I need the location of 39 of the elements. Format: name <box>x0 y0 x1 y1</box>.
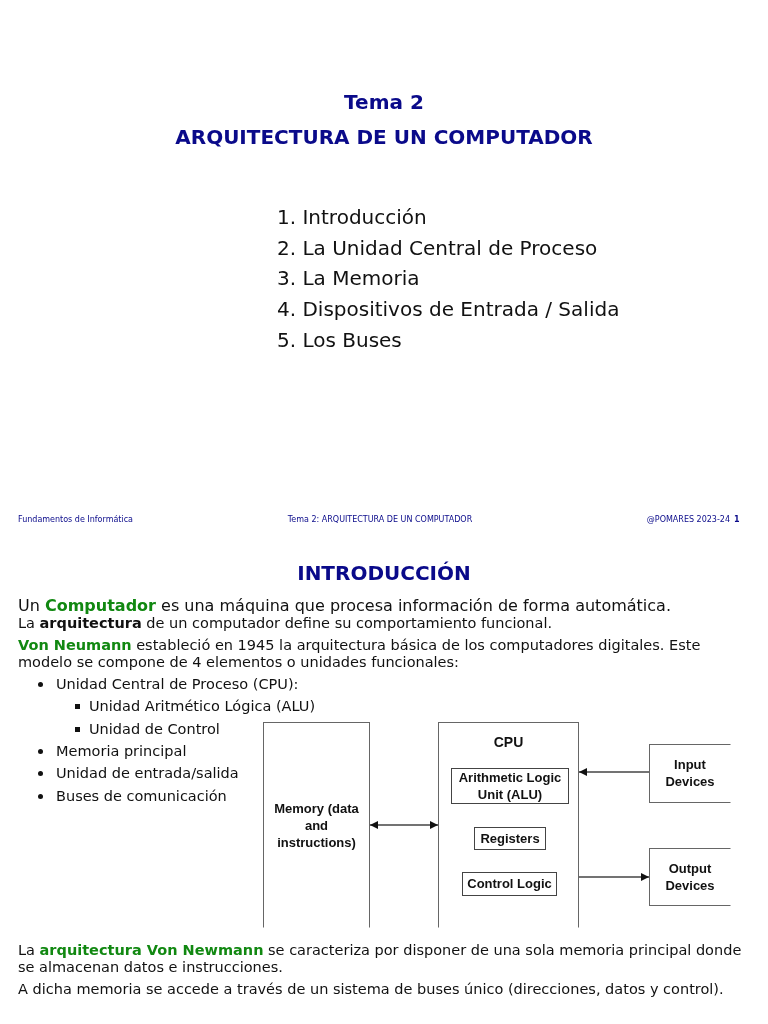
list-item: Buses de comunicación <box>56 788 228 806</box>
paragraph: Un Computador es una máquina que procesa información de forma automática. <box>18 596 672 616</box>
arrow <box>578 873 650 881</box>
footer-text: @POMARES 2023-24 <box>645 515 730 525</box>
registers-box <box>474 827 546 850</box>
list-item: Unidad de Control <box>89 721 221 739</box>
list-item: 2. La Unidad Central de Proceso <box>277 236 599 260</box>
list-item: 4. Dispositivos de Entrada / Salida <box>277 297 621 321</box>
node-label: Memory (data and instructions) <box>273 801 360 852</box>
arrow <box>578 768 650 776</box>
arrow <box>369 821 439 829</box>
slide-subtitle: Tema 2 <box>343 90 425 114</box>
paragraph: Von Neumann estableció en 1945 la arquitectura básica de los computadores digitales. Este modelo se compone de 4 elementos o unidades funcionales: <box>18 637 702 672</box>
page-number: 1 <box>734 515 741 525</box>
paragraph: A dicha memoria se accede a través de un sistema de buses único (direcciones, datos y control). <box>18 981 725 999</box>
node-label: Registers <box>479 831 541 848</box>
alu-box <box>451 768 569 804</box>
footer-text: Tema 2: ARQUITECTURA DE UN COMPUTADOR <box>286 515 474 525</box>
list-item: Unidad Aritmético Lógica (ALU) <box>89 698 317 716</box>
paragraph: La arquitectura de un computador define su comportamiento funcional. <box>18 615 554 633</box>
list-item: Unidad de entrada/salida <box>56 765 240 783</box>
node-label: Control Logic <box>466 876 553 893</box>
cpu-box <box>438 722 579 928</box>
list-item: 3. La Memoria <box>277 266 421 290</box>
list-item: Unidad Central de Proceso (CPU): <box>56 676 300 694</box>
input-devices-box <box>649 744 731 803</box>
node-label: Output Devices <box>664 861 716 895</box>
paragraph: La arquitectura Von Newmann se caracteriza por disponer de una sola memoria principal donde se almacenan datos e instrucciones. <box>18 942 743 977</box>
node-label: CPU <box>492 733 525 752</box>
list-item: Memoria principal <box>56 743 188 761</box>
slide-title: ARQUITECTURA DE UN COMPUTADOR <box>174 125 594 149</box>
section-heading: INTRODUCCIÓN <box>296 561 472 585</box>
node-label: Arithmetic Logic Unit (ALU) <box>457 770 563 804</box>
memory-box <box>263 722 370 928</box>
list-item: 5. Los Buses <box>277 328 403 352</box>
node-label: Input Devices <box>664 757 716 791</box>
list-item: 1. Introducción <box>277 205 428 229</box>
output-devices-box <box>649 848 731 906</box>
footer-text: Fundamentos de Informática <box>18 515 134 525</box>
